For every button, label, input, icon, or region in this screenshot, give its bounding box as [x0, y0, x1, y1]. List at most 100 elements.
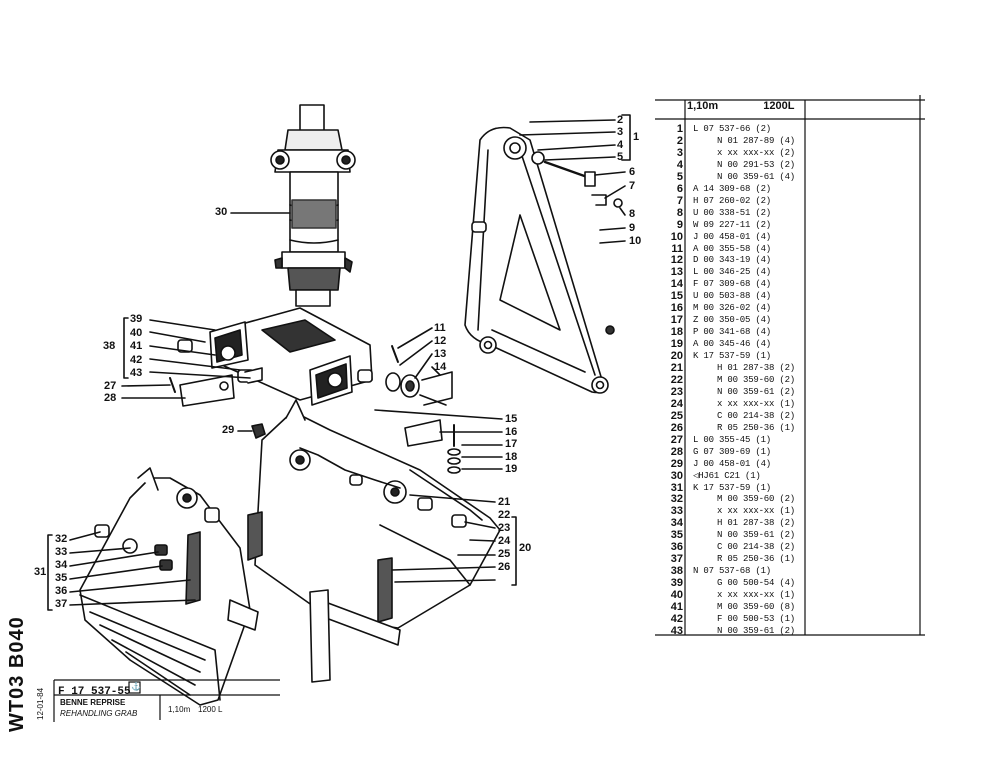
part-index: 36	[670, 541, 683, 554]
part-index: 9	[676, 218, 683, 231]
part-index: 13	[670, 266, 683, 279]
callout-43: 43	[130, 367, 143, 379]
part-index: 28	[670, 445, 683, 458]
part-code: H 01 287-38 (2)	[717, 518, 796, 529]
part-code: U 00 338-51 (2)	[693, 207, 772, 218]
parts-row: 28 G 07 309-69 (1)	[655, 445, 925, 458]
parts-row: 6 A 14 309-68 (2)	[655, 182, 925, 195]
part-index: 6	[676, 182, 683, 195]
column-size: 1,10m	[687, 100, 719, 112]
callout-37: 37	[55, 598, 68, 610]
part-index: 11	[671, 242, 683, 255]
title-english: REHANDLING GRAB	[60, 709, 138, 718]
left-shell	[47, 467, 331, 706]
parts-row: 15 U 00 503-88 (4)	[655, 291, 925, 302]
part-index: 25	[670, 409, 683, 422]
part-index: 26	[670, 421, 683, 434]
part-index: 7	[676, 194, 683, 207]
callout-22: 22	[498, 509, 511, 521]
part-code: x xx xxx-xx (1)	[717, 590, 796, 601]
part-index: 41	[670, 601, 683, 613]
part-index: 30	[670, 469, 683, 482]
part-code: L 00 355-45 (1)	[693, 434, 772, 445]
callout-27: 27	[104, 380, 117, 392]
part-code: N 00 359-61 (2)	[717, 386, 796, 397]
part-code: J 00 458-01 (4)	[693, 458, 772, 469]
part-code: A 14 309-68 (2)	[693, 183, 772, 194]
footer-size: 1,10m	[168, 705, 191, 714]
part-code: N 00 359-61 (2)	[717, 625, 796, 636]
parts-row: 36 C 00 214-38 (2)	[655, 542, 925, 553]
part-index: 37	[670, 553, 683, 566]
column-capacity: 1200L	[763, 100, 795, 112]
nut-29	[237, 423, 266, 439]
part-index: 4	[676, 158, 683, 171]
footer-capacity: 1200 L	[198, 705, 223, 714]
part-code: Z 00 350-05 (4)	[693, 315, 772, 326]
part-index: 42	[670, 612, 683, 625]
parts-row: 30◁HJ61 C21 (1)	[655, 469, 925, 482]
callout-7: 7	[629, 180, 636, 192]
callout-30: 30	[215, 206, 228, 218]
part-code: H 07 260-02 (2)	[693, 195, 772, 206]
part-index: 20	[670, 350, 683, 363]
part-code: G 07 309-69 (1)	[693, 446, 772, 457]
part-code: D 00 343-19 (4)	[693, 255, 772, 266]
anchor-box-icon: ⚓	[131, 682, 141, 691]
part-index: 5	[676, 170, 683, 183]
part-code: G 00 500-54 (4)	[717, 578, 796, 589]
callout-6: 6	[629, 166, 636, 178]
part-index: 43	[670, 624, 683, 637]
callout-2: 2	[617, 114, 624, 126]
part-code: F 07 309-68 (4)	[693, 279, 772, 290]
part-index: 31	[670, 481, 683, 494]
callout-33: 33	[55, 546, 68, 558]
parts-row: 43 N 00 359-61 (2)	[655, 624, 925, 637]
callout-40: 40	[130, 326, 143, 339]
part-code: M 00 326-02 (4)	[693, 303, 772, 314]
part-code: U 00 503-88 (4)	[693, 291, 772, 302]
callout-38: 38	[103, 340, 116, 352]
part-index: 12	[670, 254, 683, 267]
part-index: 1	[676, 123, 683, 135]
callout-1: 1	[633, 131, 640, 143]
part-index: 24	[670, 397, 683, 410]
part-code: C 00 214-38 (2)	[717, 410, 796, 421]
part-index: 3	[676, 146, 683, 159]
part-index: 34	[670, 517, 683, 530]
callout-21: 21	[498, 496, 511, 508]
parts-row: 34 H 01 287-38 (2)	[655, 518, 925, 529]
part-index: 15	[670, 290, 683, 303]
part-code: C 00 214-38 (2)	[717, 542, 796, 553]
part-code: N 01 287-89 (4)	[717, 135, 796, 146]
footer-date: 12-01-84	[36, 687, 45, 720]
part-index: 39	[670, 577, 683, 590]
callout-29: 29	[222, 424, 235, 436]
part-index: 17	[670, 314, 683, 327]
callout-17: 17	[505, 438, 518, 450]
part-number: F 17 537-55	[58, 686, 131, 698]
part-code: H 01 287-38 (2)	[717, 363, 796, 373]
upper-frame-arm	[464, 114, 631, 394]
part-code: N 00 359-61 (2)	[717, 530, 796, 541]
side-drawing-code: WT03 B040	[6, 616, 28, 732]
part-index: 22	[670, 373, 683, 386]
callout-10: 10	[629, 235, 642, 247]
callout-26: 26	[498, 561, 511, 573]
